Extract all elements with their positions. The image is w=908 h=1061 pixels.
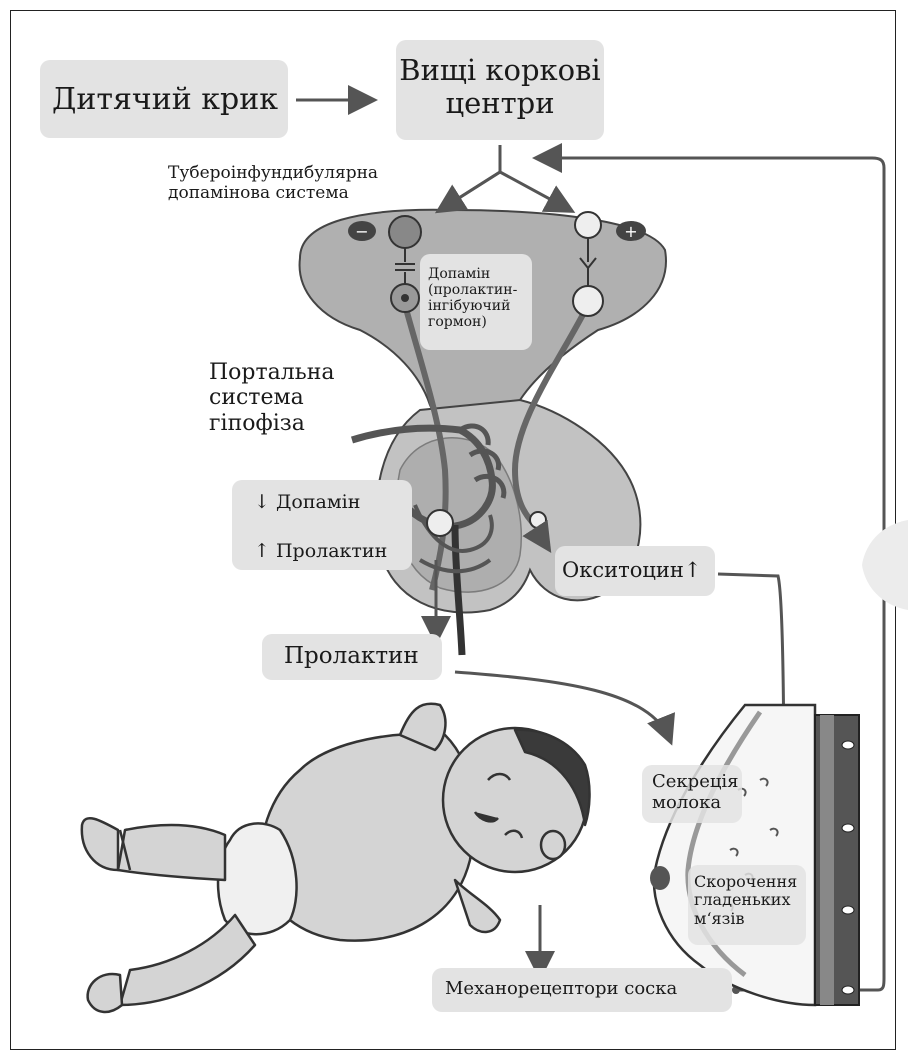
nipple [650,866,670,890]
dopamine-down-label: ↓ Допамін [254,492,360,514]
prolactin-up-label: ↑ Пролактин [254,541,387,563]
portal-system-label: Портальна система гіпофіза [209,360,369,436]
plus-sign-text: + [624,222,637,241]
smooth-muscle-label: Скорочення гладеньких м‘язів [694,873,806,928]
dopamine-hormone-label: Допамін (пролактин-інгібуючий гормон) [428,266,533,330]
arrow-cortex-fork [440,145,570,210]
milk-secretion-label: Секреція молока [652,772,742,813]
baby-cry-label: Дитячий крик [52,83,278,118]
edge-decoration [862,520,908,610]
minus-sign-text: − [355,222,368,241]
oxytocin-up-label: Окситоцин↑ [562,558,701,582]
tuberoinfundibular-label: Тубероінфундибулярна допамінова система [168,164,438,203]
baby-illustration [82,704,590,1012]
lactotroph-cell [427,510,453,536]
dopamine-neuron-top [389,216,421,248]
prolactin-label: Пролактин [284,643,419,669]
excitatory-neuron-top [575,212,601,238]
oxytocin-neuron [573,286,603,316]
mechanoreceptors-label: Механорецептори соска [445,979,677,1000]
posterior-terminal [530,512,546,528]
arrow-prolactin-to-breast [455,672,670,740]
higher-centers-label: Вищі коркові центри [396,54,604,121]
